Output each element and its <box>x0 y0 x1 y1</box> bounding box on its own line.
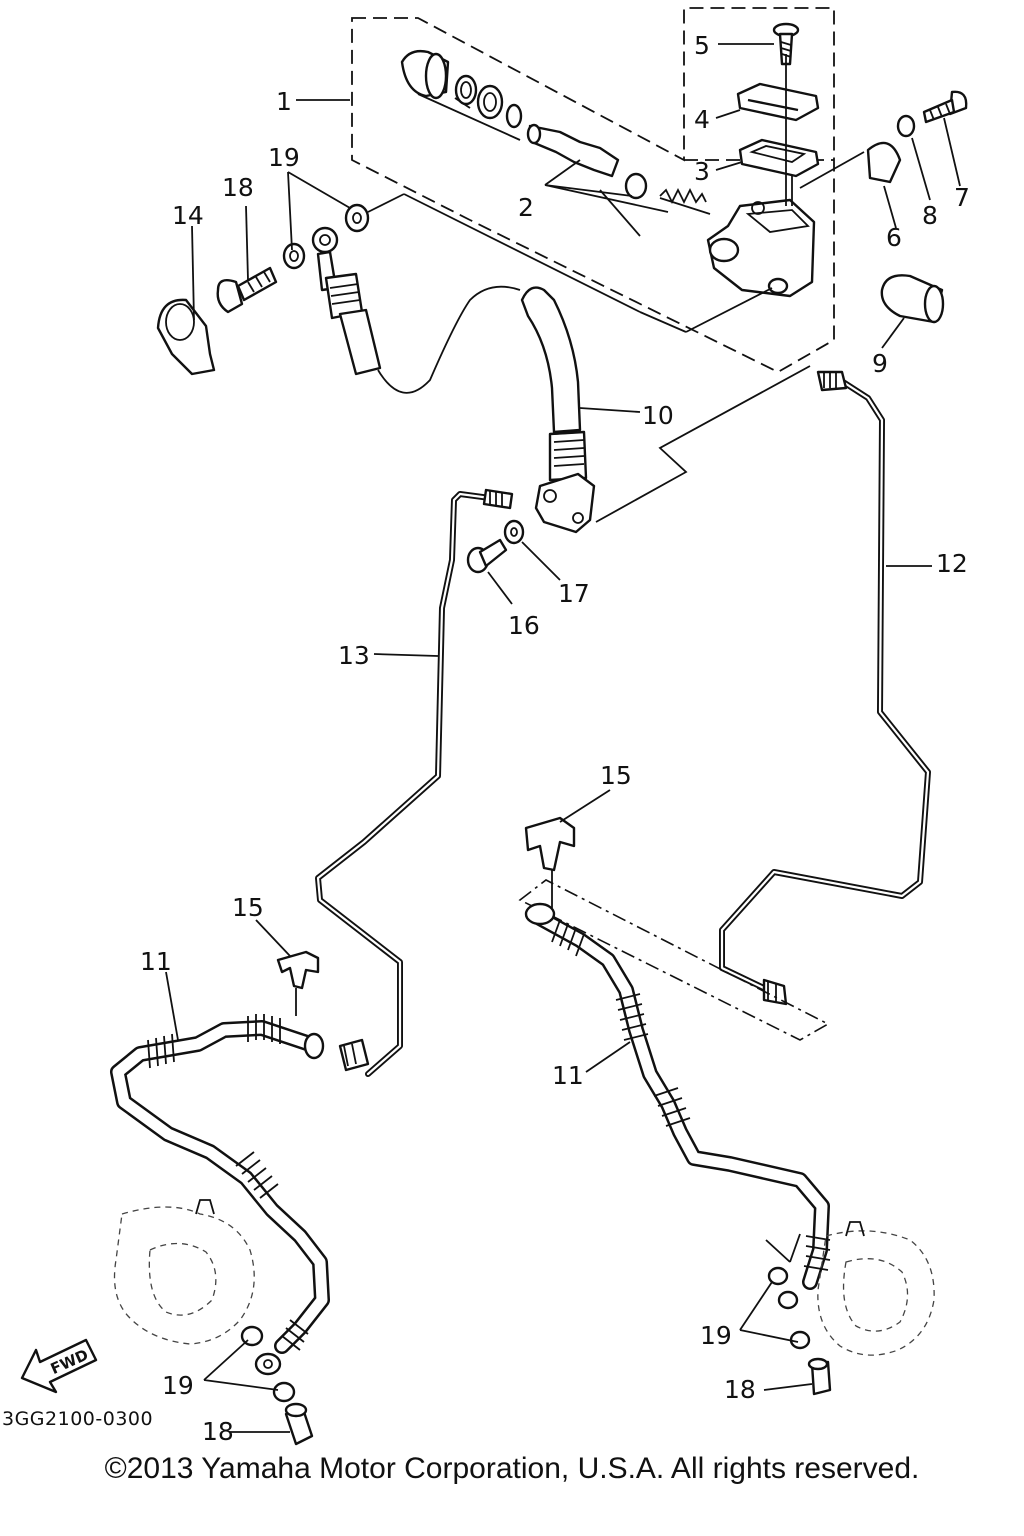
callout-19-left: 19 <box>162 1371 194 1400</box>
copper-washer-lower <box>282 242 306 270</box>
callout-1: 1 <box>276 87 292 116</box>
callout-3: 3 <box>694 157 710 186</box>
callout-18-left: 18 <box>202 1417 234 1446</box>
joint-bolt-part <box>466 538 508 574</box>
cap-screw-part <box>772 22 800 66</box>
callout-8: 8 <box>922 201 938 230</box>
caliper-left-outline <box>113 1199 255 1345</box>
callout-15-right: 15 <box>600 761 632 790</box>
hose-clip-left <box>276 950 320 990</box>
callout-2: 2 <box>518 193 534 222</box>
forward-direction-arrow: FWD <box>20 1338 98 1394</box>
callout-19-right: 19 <box>700 1321 732 1350</box>
rubber-cover-part <box>880 274 945 324</box>
washer-right-c <box>789 1330 811 1350</box>
callout-11-right: 11 <box>552 1061 584 1090</box>
hose-boot-part <box>156 298 216 376</box>
brake-hose-right <box>524 902 831 1290</box>
holder-clamp-part <box>866 141 902 184</box>
master-cylinder-body <box>706 198 816 298</box>
hose-clip-right <box>524 816 576 872</box>
piston-kit-parts <box>400 49 711 237</box>
callout-14: 14 <box>172 201 204 230</box>
callout-4: 4 <box>694 105 710 134</box>
washer-left-b <box>272 1381 296 1403</box>
callout-13: 13 <box>338 641 370 670</box>
master-cylinder-kit-outline <box>351 7 835 374</box>
callout-10: 10 <box>642 401 674 430</box>
joint-washer-part <box>503 519 525 545</box>
callout-19-top: 19 <box>268 143 300 172</box>
brake-pipe-left <box>315 488 514 1077</box>
union-bolt-right-part <box>807 1357 832 1396</box>
drawing-code: 3GG2100-0300 <box>2 1408 154 1430</box>
union-bolt-top-part <box>216 266 278 314</box>
brake-hose-left <box>110 1014 330 1376</box>
callout-5: 5 <box>694 31 710 60</box>
washer-part <box>896 114 916 138</box>
upper-banjo-assembly <box>311 226 382 376</box>
reservoir-cap-part <box>736 82 820 122</box>
holder-bolt-part <box>922 90 968 124</box>
brake-hose-center <box>520 286 596 534</box>
callout-15-left: 15 <box>232 893 264 922</box>
callout-18-right: 18 <box>724 1375 756 1404</box>
callout-16: 16 <box>508 611 540 640</box>
caliper-right-outline <box>817 1221 935 1356</box>
union-bolt-left-part <box>284 1402 314 1446</box>
callout-18-top: 18 <box>222 173 254 202</box>
callout-11-left: 11 <box>140 947 172 976</box>
washer-right-a <box>767 1266 789 1286</box>
callout-7: 7 <box>954 183 970 212</box>
callout-12: 12 <box>936 549 968 578</box>
brake-pipe-right <box>719 370 931 1006</box>
copper-washer-upper <box>344 203 370 233</box>
copyright-notice: ©2013 Yamaha Motor Corporation, U.S.A. A… <box>104 1452 920 1485</box>
callout-17: 17 <box>558 579 590 608</box>
callout-9: 9 <box>872 349 888 378</box>
callout-6: 6 <box>886 223 902 252</box>
washer-right-b <box>777 1290 799 1310</box>
